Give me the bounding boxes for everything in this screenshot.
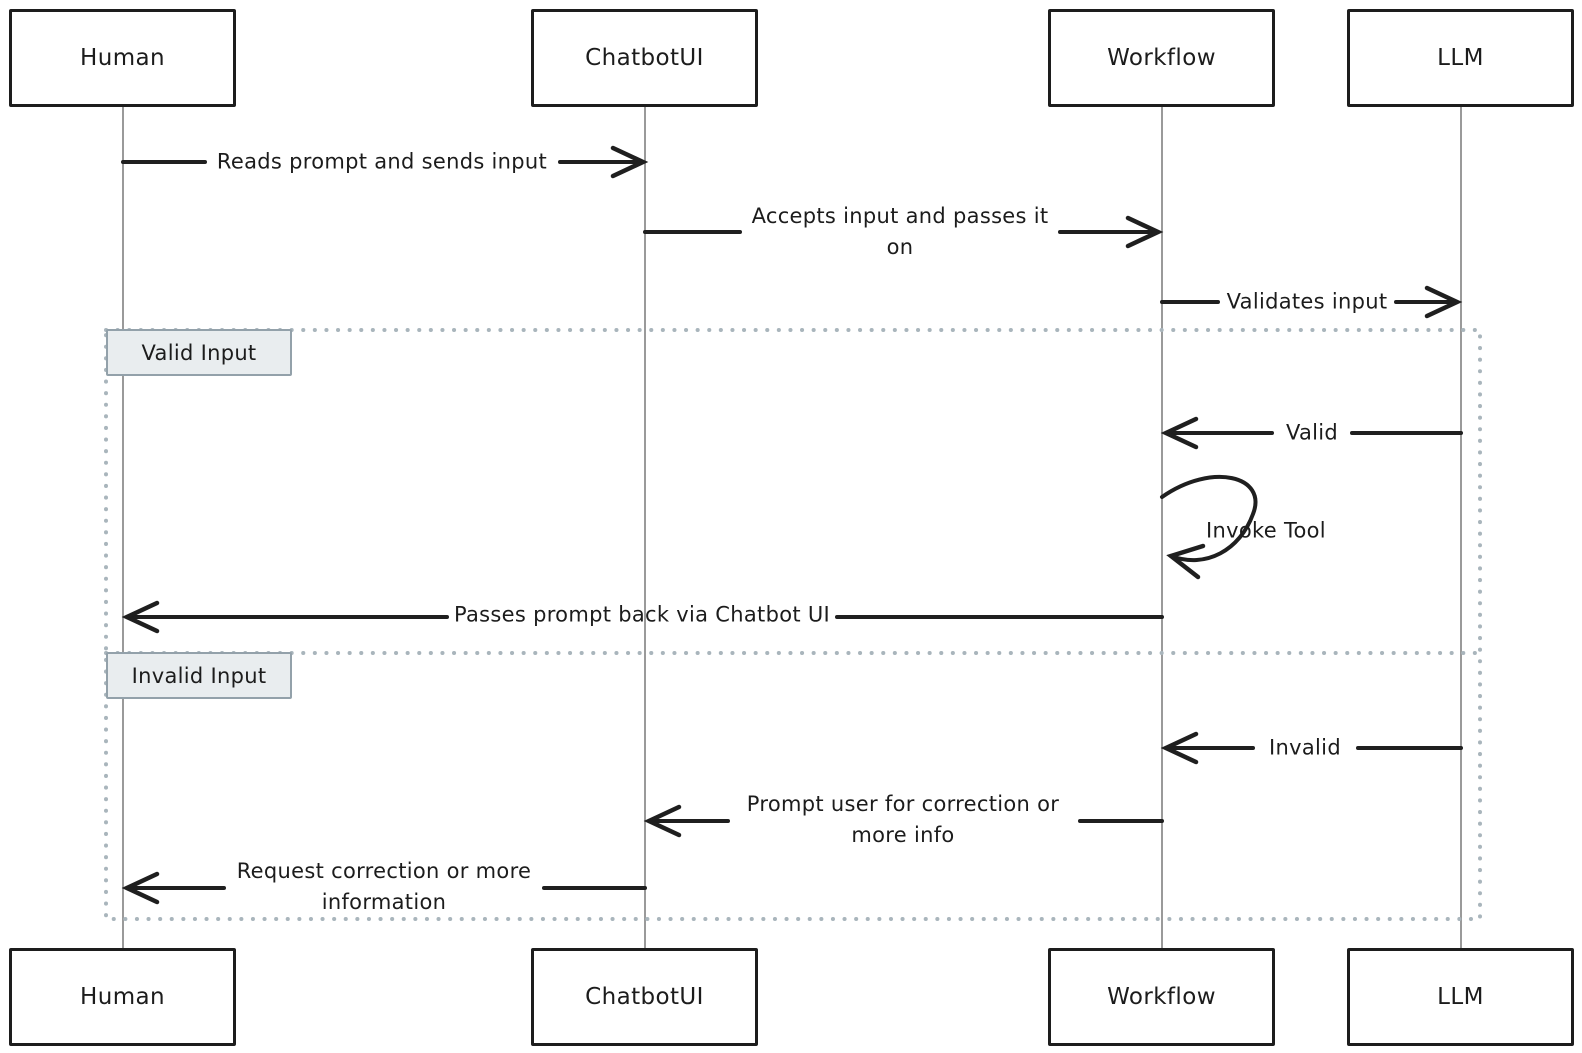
actor-label: ChatbotUI <box>585 45 704 71</box>
arrow-validates-input <box>1160 285 1463 319</box>
actor-bottom-human: Human <box>9 948 236 1046</box>
actor-label: Human <box>80 45 165 71</box>
arrow-reads-prompt <box>121 145 649 179</box>
actor-label: LLM <box>1437 45 1484 71</box>
alt-section-label-invalid: Invalid Input <box>106 652 292 699</box>
arrow-prompt-user-correction <box>643 804 1164 838</box>
arrow-valid <box>1160 416 1463 450</box>
actor-label: LLM <box>1437 984 1484 1010</box>
actor-bottom-llm: LLM <box>1347 948 1574 1046</box>
section-label-text: Invalid Input <box>131 663 267 688</box>
message-label-invalid: Invalid <box>1269 735 1341 760</box>
arrow-invoke-tool-loop <box>1160 474 1258 580</box>
actor-label: Human <box>80 984 165 1010</box>
actor-bottom-workflow: Workflow <box>1048 948 1275 1046</box>
alt-section-label-valid: Valid Input <box>106 329 292 376</box>
actor-top-chatbotui: ChatbotUI <box>531 9 758 107</box>
arrow-accepts-input <box>643 215 1164 249</box>
actor-top-workflow: Workflow <box>1048 9 1275 107</box>
actor-top-llm: LLM <box>1347 9 1574 107</box>
message-label-invoke-tool: Invoke Tool <box>1206 518 1326 543</box>
arrow-passes-prompt-back <box>121 600 1164 634</box>
message-label-passes-prompt-back: Passes prompt back via Chatbot UI <box>453 602 831 627</box>
message-label-reads-prompt: Reads prompt and sends input <box>216 149 548 174</box>
actor-bottom-chatbotui: ChatbotUI <box>531 948 758 1046</box>
message-label-validates-input: Validates input <box>1226 289 1388 314</box>
alt-frame-border <box>104 328 1482 921</box>
actor-label: Workflow <box>1107 984 1216 1010</box>
arrow-request-correction <box>121 871 647 905</box>
actor-top-human: Human <box>9 9 236 107</box>
actor-label: Workflow <box>1107 45 1216 71</box>
arrow-invalid <box>1160 731 1463 765</box>
message-label-request-correction: Request correction or more information <box>236 859 532 914</box>
message-label-accepts-input: Accepts input and passes it on <box>751 204 1049 259</box>
section-label-text: Valid Input <box>141 340 257 365</box>
actor-label: ChatbotUI <box>585 984 704 1010</box>
message-label-valid: Valid <box>1285 420 1339 445</box>
message-label-prompt-user: Prompt user for correction or more info <box>746 792 1060 847</box>
